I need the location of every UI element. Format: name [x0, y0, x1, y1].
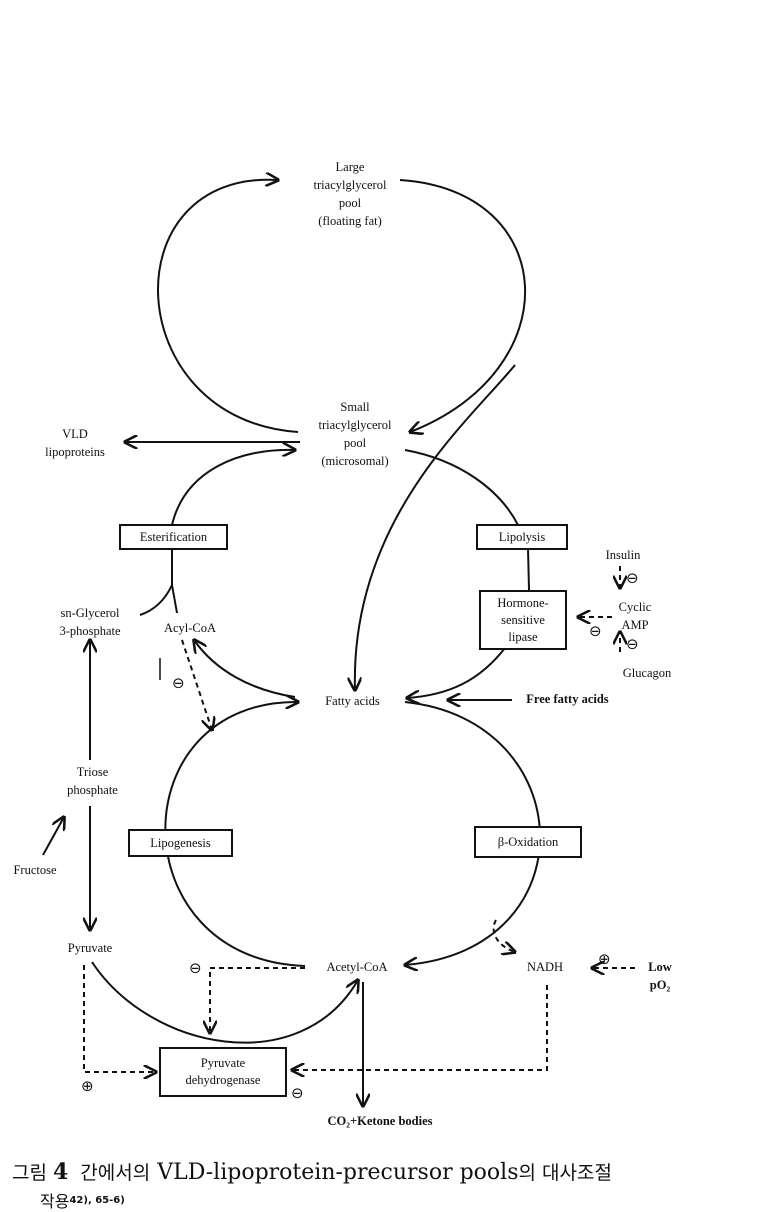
triose-line2: phosphate — [67, 783, 118, 797]
acyl-coa-label: Acyl-CoA — [163, 621, 217, 635]
lipase-line3: lipase — [508, 629, 538, 644]
caption-en: VLD-lipoprotein-precursor pools — [157, 1160, 519, 1185]
cyclic-line2: AMP — [621, 618, 649, 632]
caption-line2: 작용 — [40, 1192, 70, 1211]
inhibit-sign-acetyl-coa: ⊖ — [189, 959, 202, 977]
arrow-pyruvate-to-acetyl-coa — [91, 961, 358, 1044]
cyclic-amp-label: Cyclic AMP — [605, 598, 665, 634]
small-pool-line3: pool — [343, 436, 367, 450]
acetyl-coa-label: Acetyl-CoA — [326, 960, 388, 974]
dashed-pyruvate-activate — [83, 965, 156, 1072]
caption-prefix: 그림 — [12, 1162, 47, 1184]
dashed-acetyl-coa-inhibit — [210, 967, 305, 1033]
large-pool-line1: Large — [335, 160, 365, 174]
dashed-nadh-inhibit — [292, 985, 548, 1070]
inhibit-sign-nadh: ⊖ — [291, 1084, 304, 1102]
small-pool-line2: triacylglycerol — [318, 418, 392, 432]
cyclic-line1: Cyclic — [618, 600, 652, 614]
dashed-beta-ox-to-nadh — [492, 919, 515, 952]
vld-line1: VLD — [62, 427, 88, 441]
arrow-large-to-fatty-acids — [355, 364, 516, 690]
low-o2-line2: pO₂ — [649, 978, 671, 992]
pdh-line1: Pyruvate — [200, 1056, 246, 1070]
caption-refs: 42), 65-6) — [69, 1195, 125, 1206]
line-small-pool-to-lipolysis — [404, 449, 519, 526]
caption-ko1: 간에서의 — [80, 1162, 151, 1184]
glycerol-3-phosphate-label: sn-Glycerol 3-phosphate — [50, 604, 130, 640]
pyruvate-label: Pyruvate — [67, 941, 113, 955]
inhibit-sign-camp-lipase: ⊖ — [589, 622, 602, 640]
inhibit-sign-glucagon: ⊖ — [626, 635, 639, 653]
lipogenesis-box: Lipogenesis — [128, 829, 233, 857]
lipolysis-box: Lipolysis — [476, 524, 568, 550]
arrow-fatty-acids-to-acyl-coa — [194, 640, 296, 698]
large-pool-label: Large triacylglycerol pool (floating fat… — [300, 158, 400, 230]
arrow-small-to-large — [157, 180, 299, 433]
activate-sign-pyruvate: ⊕ — [81, 1077, 94, 1095]
triose-phosphate-label: Triose phosphate — [55, 763, 130, 799]
glycerol-line2: 3-phosphate — [59, 624, 121, 638]
vld-line2: lipoproteins — [45, 445, 105, 459]
insulin-label: Insulin — [605, 548, 641, 562]
line-esterification-acyl — [171, 584, 178, 614]
inhibit-sign-insulin: ⊖ — [626, 569, 639, 587]
fructose-label: Fructose — [13, 863, 57, 877]
fatty-acids-label: Fatty acids — [325, 694, 380, 708]
activate-sign-low-o2: ⊕ — [598, 950, 611, 968]
pdh-line2: dehydrogenase — [185, 1073, 261, 1087]
dashed-acyl-coa-to-lipogenesis — [181, 639, 212, 730]
line-lipolysis-to-lipase — [527, 547, 530, 591]
free-fatty-acids-label: Free fatty acids — [526, 692, 609, 706]
line-esterification-down — [139, 548, 173, 616]
pyruvate-dehydrogenase-box: Pyruvate dehydrogenase — [159, 1047, 287, 1097]
lipase-line2: sensitive — [501, 612, 545, 627]
caption-ko2: 의 대사조절 — [518, 1162, 612, 1184]
lipase-line1: Hormone- — [497, 595, 549, 610]
large-pool-line2: triacylglycerol — [313, 178, 387, 192]
co2-ketone-label: CO₂+Ketone bodies — [327, 1114, 433, 1128]
large-pool-line3: pool — [338, 196, 362, 210]
beta-oxidation-box: β-Oxidation — [474, 826, 582, 858]
hormone-sensitive-lipase-box: Hormone- sensitive lipase — [479, 590, 567, 650]
nadh-label: NADH — [526, 960, 564, 974]
glycerol-line1: sn-Glycerol — [60, 606, 120, 620]
arrow-fructose-to-triose — [42, 817, 64, 856]
inhibit-sign-acyl-coa: ⊖ — [172, 674, 185, 692]
figure-caption-line2: 작용42), 65-6) — [40, 1188, 125, 1212]
glucagon-label: Glucagon — [622, 666, 672, 680]
triose-line1: Triose — [76, 765, 109, 779]
esterification-box: Esterification — [119, 524, 228, 550]
large-pool-line4: (floating fat) — [318, 214, 382, 228]
arrow-lipase-to-fatty-acids — [407, 647, 506, 698]
small-pool-line1: Small — [340, 400, 370, 414]
small-pool-line4: (microsomal) — [321, 454, 389, 468]
caption-number: 4 — [52, 1159, 69, 1185]
vld-label: VLD lipoproteins — [30, 425, 120, 461]
small-pool-label: Small triacylglycerol pool (microsomal) — [305, 398, 405, 470]
arrow-large-to-small — [399, 179, 527, 432]
low-o2-line1: Low — [648, 960, 672, 974]
arrow-esterification-to-small-pool — [171, 450, 295, 526]
low-o2-label: Low pO₂ — [640, 958, 680, 994]
